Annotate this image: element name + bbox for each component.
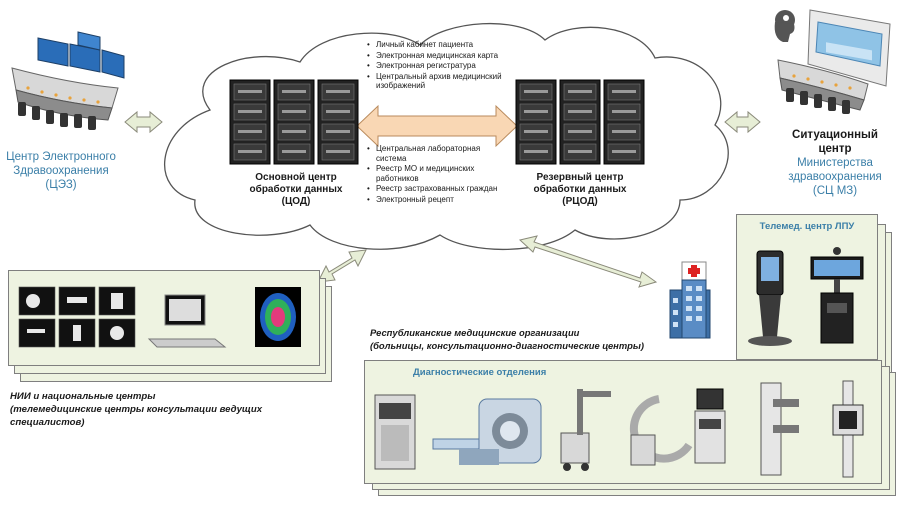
situation-subtitle-line1: Министерства: [797, 157, 873, 169]
situation-room-icon: [774, 9, 891, 114]
service-item: Электронная регистратура: [366, 61, 508, 71]
right-link-arrow: [724, 110, 761, 134]
main-dc-servers-icon: [229, 79, 359, 165]
situation-title-line1: Ситуационный: [792, 129, 878, 141]
backup-dc-label: Резервный центр обработки данных (РЦОД): [510, 172, 650, 208]
hospital-icon: [669, 261, 711, 339]
republic-link-arrow: [518, 235, 658, 288]
main-dc-label: Основной центр обработки данных (ЦОД): [226, 172, 366, 208]
telemed-title: Телемед. центр ЛПУ: [759, 221, 855, 232]
control-room-icon: [11, 31, 125, 130]
republic-orgs-line2: (больницы, консультационно-диагностическ…: [370, 340, 645, 351]
cez-label-line3: (ЦЭЗ): [45, 179, 77, 191]
research-line2: (телемедицинские центры консультации вед…: [10, 404, 263, 415]
cez-label-line2: Здравоохранения: [13, 165, 109, 177]
research-link-arrow: [317, 249, 367, 283]
service-item: Электронная медицинская карта: [366, 51, 508, 61]
republic-orgs-label: Республиканские медицинские организации …: [370, 326, 670, 352]
telemed-kiosks-icon: [748, 247, 864, 346]
situation-subtitle-line3: (СЦ МЗ): [812, 185, 858, 197]
diagnostics-title: Диагностические отделения: [413, 367, 547, 378]
service-item: Электронный рецепт: [366, 195, 508, 205]
situation-title-line2: центр: [818, 143, 852, 155]
service-item: Личный кабинет пациента: [366, 40, 508, 50]
backup-dc-servers-icon: [515, 79, 645, 165]
diagnostics-panel: Диагностические отделения: [364, 360, 882, 484]
backup-dc-line3: (РЦОД): [562, 196, 598, 207]
research-line3: специалистов): [10, 417, 85, 428]
service-item: Центральный архив медицинский изображени…: [366, 72, 508, 91]
services-list-bottom: Центральная лабораторная система Реестр …: [366, 144, 508, 206]
left-link-arrow: [124, 110, 163, 134]
research-equipment-icons: [18, 286, 301, 348]
cez-label-line1: Центр Электронного: [6, 151, 116, 163]
diagnostic-equipment-icons: [374, 380, 864, 478]
services-list-top: Личный кабинет пациента Электронная меди…: [366, 40, 508, 92]
backup-dc-line1: Резервный центр: [536, 172, 624, 183]
research-label: НИИ и национальные центры (телемедицинск…: [10, 390, 310, 429]
service-item: Центральная лабораторная система: [366, 144, 508, 163]
research-panel: [8, 270, 320, 366]
cez-label: Центр Электронного Здравоохранения (ЦЭЗ): [0, 150, 122, 192]
service-item: Реестр МО и медицинских работников: [366, 164, 508, 183]
situation-center-label: Ситуационный центр Министерства здравоох…: [772, 128, 898, 198]
research-line1: НИИ и национальные центры: [10, 391, 156, 402]
main-dc-line2: обработки данных: [249, 184, 343, 195]
situation-subtitle-line2: здравоохранения: [788, 171, 882, 183]
main-dc-line3: (ЦОД): [281, 196, 311, 207]
telemed-panel: Телемед. центр ЛПУ: [736, 214, 878, 360]
backup-dc-line2: обработки данных: [533, 184, 627, 195]
main-dc-line1: Основной центр: [255, 172, 337, 183]
republic-orgs-line1: Республиканские медицинские организации: [370, 327, 580, 338]
service-item: Реестр застрахованных граждан: [366, 184, 508, 194]
